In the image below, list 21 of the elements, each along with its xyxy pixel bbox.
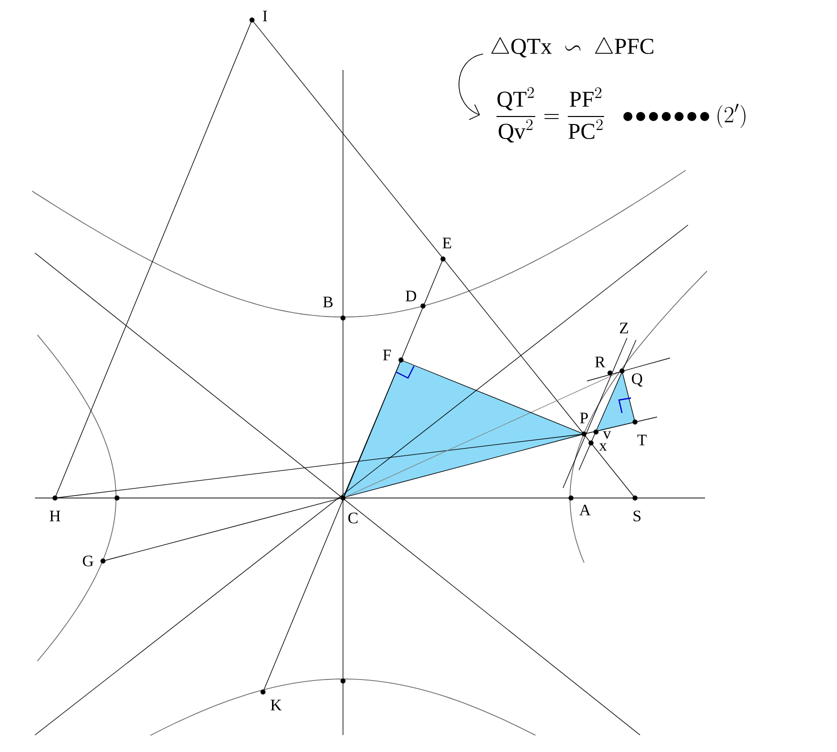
- point-label: A: [579, 504, 591, 516]
- formula: $\frac{\mathrm{QT}^2}{\mathrm{Qv}^2}=\frac{\mathrm{PF}^2}{\mathrm{PC}^2}\ \ \bullet\!\bullet\!\bullet\!\bullet\!\bullet\!\bullet\!\bullet(2')$: [496, 87, 746, 142]
- point-label: I: [262, 10, 268, 22]
- point-label: D: [406, 290, 416, 302]
- point-label: Z: [620, 322, 628, 334]
- formula: $\triangle \mathrm{QTx}\ \backsim\ \triangle \mathrm{PFC}$: [491, 37, 654, 58]
- point-label: R: [595, 356, 606, 368]
- curved-arrow: [458, 54, 484, 120]
- point-label: E: [442, 238, 452, 248]
- point-label: v: [603, 431, 612, 439]
- point-label: G: [82, 556, 94, 566]
- point-label: P: [580, 412, 588, 424]
- point-label: K: [270, 700, 282, 710]
- point-label: C: [348, 512, 358, 524]
- point-label: x: [599, 443, 607, 451]
- point-label: H: [50, 510, 60, 522]
- point-label: Q: [632, 373, 642, 387]
- point-label: T: [637, 434, 647, 446]
- point-label: B: [323, 296, 333, 308]
- point-label: S: [634, 510, 640, 522]
- point-label: F: [383, 350, 391, 360]
